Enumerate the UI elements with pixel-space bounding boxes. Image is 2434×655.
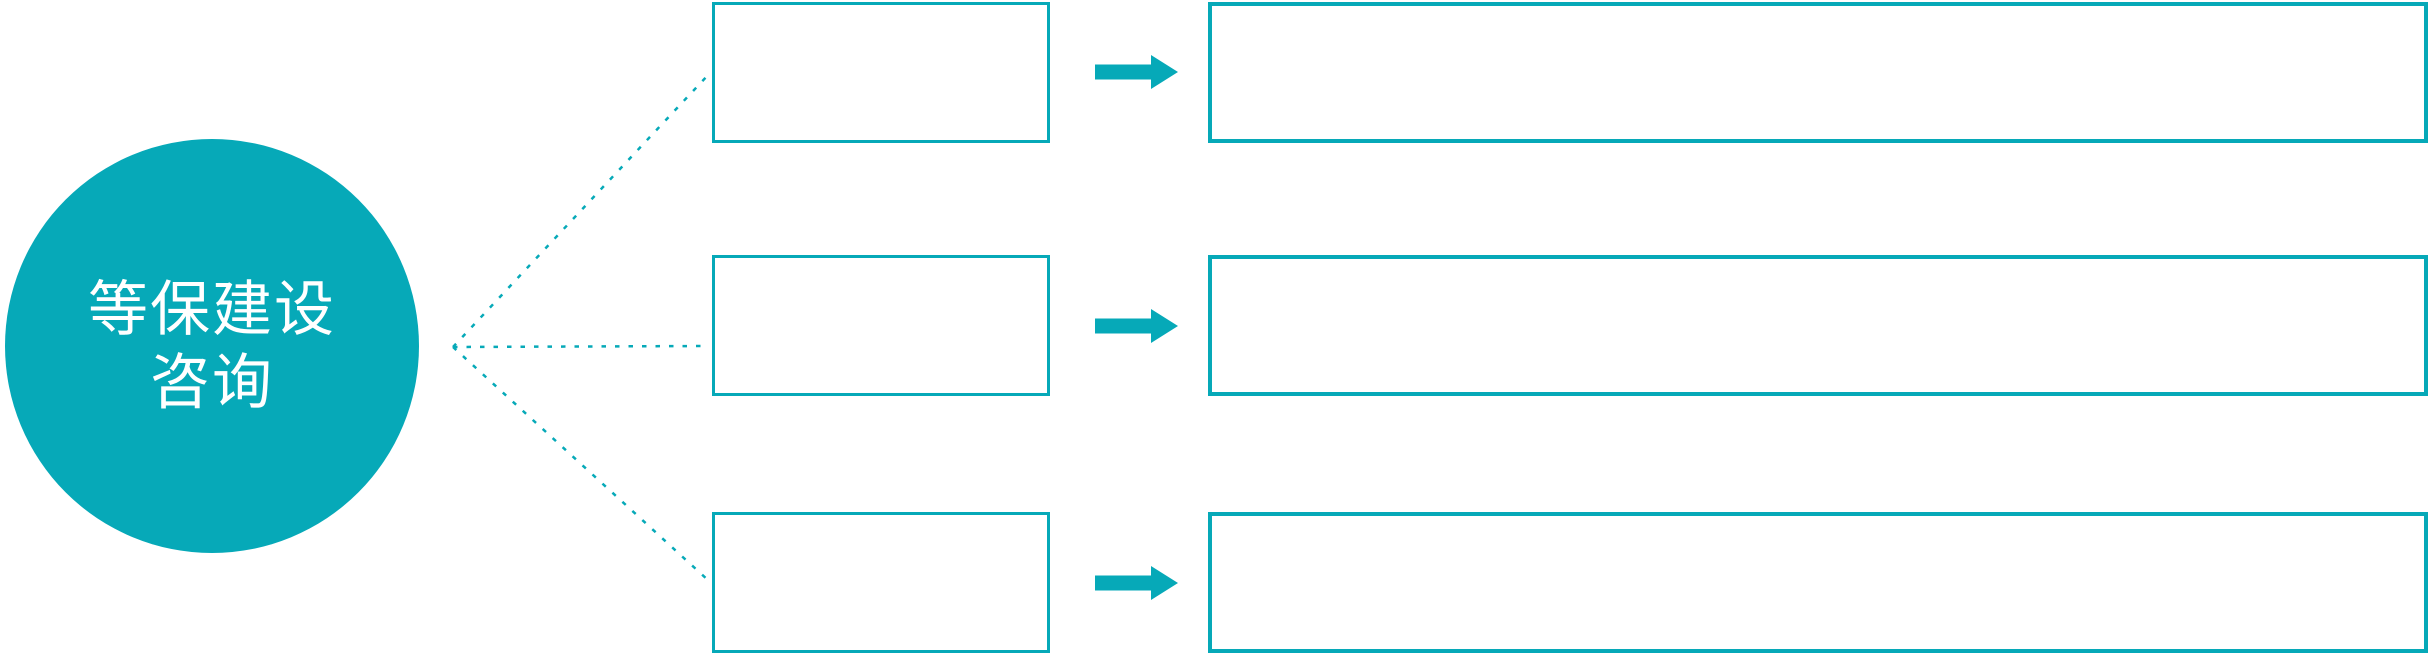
dashed-connector-bottom — [452, 346, 710, 582]
step-box-3 — [712, 512, 1050, 653]
topic-circle: 等保建设 咨询 — [5, 139, 419, 553]
arrow-right-icon — [1095, 55, 1178, 89]
dashed-connector-middle — [452, 344, 704, 349]
step-box-1 — [712, 2, 1050, 143]
arrow-right-icon — [1095, 309, 1178, 343]
arrow-right-icon — [1095, 566, 1178, 600]
step-box-2 — [712, 255, 1050, 396]
topic-label-line2: 咨询 — [150, 349, 274, 416]
detail-box-3 — [1208, 512, 2428, 653]
topic-label-line1: 等保建设 — [88, 276, 336, 343]
detail-box-1 — [1208, 2, 2428, 143]
dashed-connector-top — [452, 73, 710, 348]
detail-box-2 — [1208, 255, 2428, 396]
